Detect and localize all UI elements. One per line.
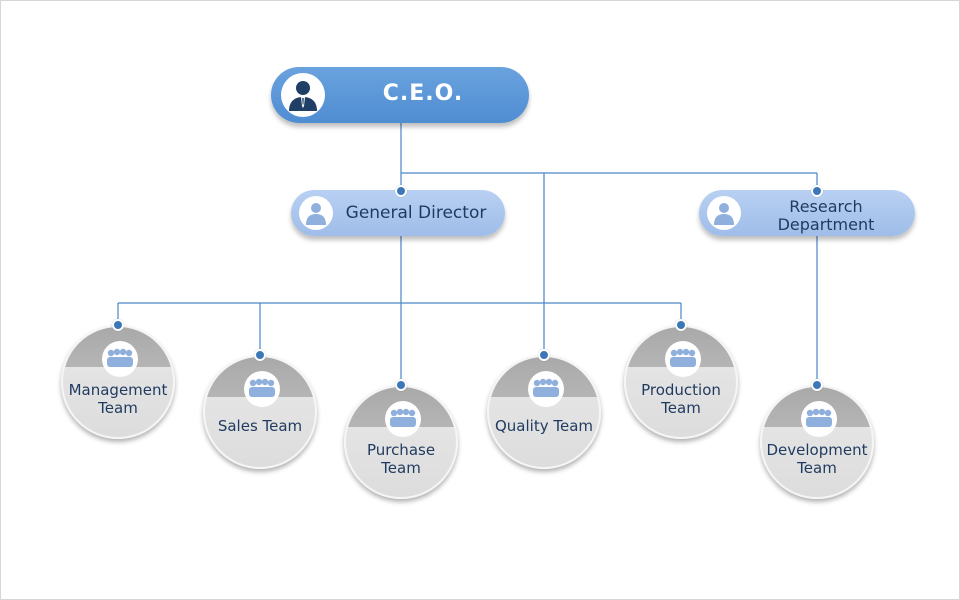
team-purchase-node[interactable]: Purchase Team [344, 385, 458, 499]
connector-dot-sales [254, 349, 266, 361]
person-icon [299, 196, 333, 230]
connector-dot-quality [538, 349, 550, 361]
connector-dot-rd [811, 185, 823, 197]
group-icon [801, 401, 837, 437]
team-label: Quality Team [494, 417, 593, 435]
connector-dot-management [112, 319, 124, 331]
team-label: Management Team [68, 381, 168, 417]
connector-dot-gd [395, 185, 407, 197]
group-icon [528, 371, 564, 407]
group-icon [665, 341, 701, 377]
general-director-node[interactable]: General Director [291, 190, 505, 236]
connector-dot-development [811, 379, 823, 391]
team-production-node[interactable]: Production Team [624, 325, 738, 439]
group-icon [385, 401, 421, 437]
team-label: Production Team [641, 381, 721, 417]
connector-dot-purchase [395, 379, 407, 391]
research-department-label: Research Department [777, 197, 875, 234]
businessman-icon [281, 73, 325, 117]
ceo-node[interactable]: C.E.O. [271, 67, 529, 123]
team-management-node[interactable]: Management Team [61, 325, 175, 439]
person-icon [707, 196, 741, 230]
group-icon [244, 371, 280, 407]
team-label: Development Team [766, 441, 868, 477]
connector-dot-production [675, 319, 687, 331]
research-department-node[interactable]: Research Department [699, 190, 915, 236]
team-sales-node[interactable]: Sales Team [203, 355, 317, 469]
team-quality-node[interactable]: Quality Team [487, 355, 601, 469]
team-label: Purchase Team [366, 441, 436, 477]
team-label: Sales Team [217, 417, 303, 435]
team-development-node[interactable]: Development Team [760, 385, 874, 499]
group-icon [102, 341, 138, 377]
general-director-label: General Director [345, 203, 487, 223]
ceo-label: C.E.O. [382, 81, 464, 106]
